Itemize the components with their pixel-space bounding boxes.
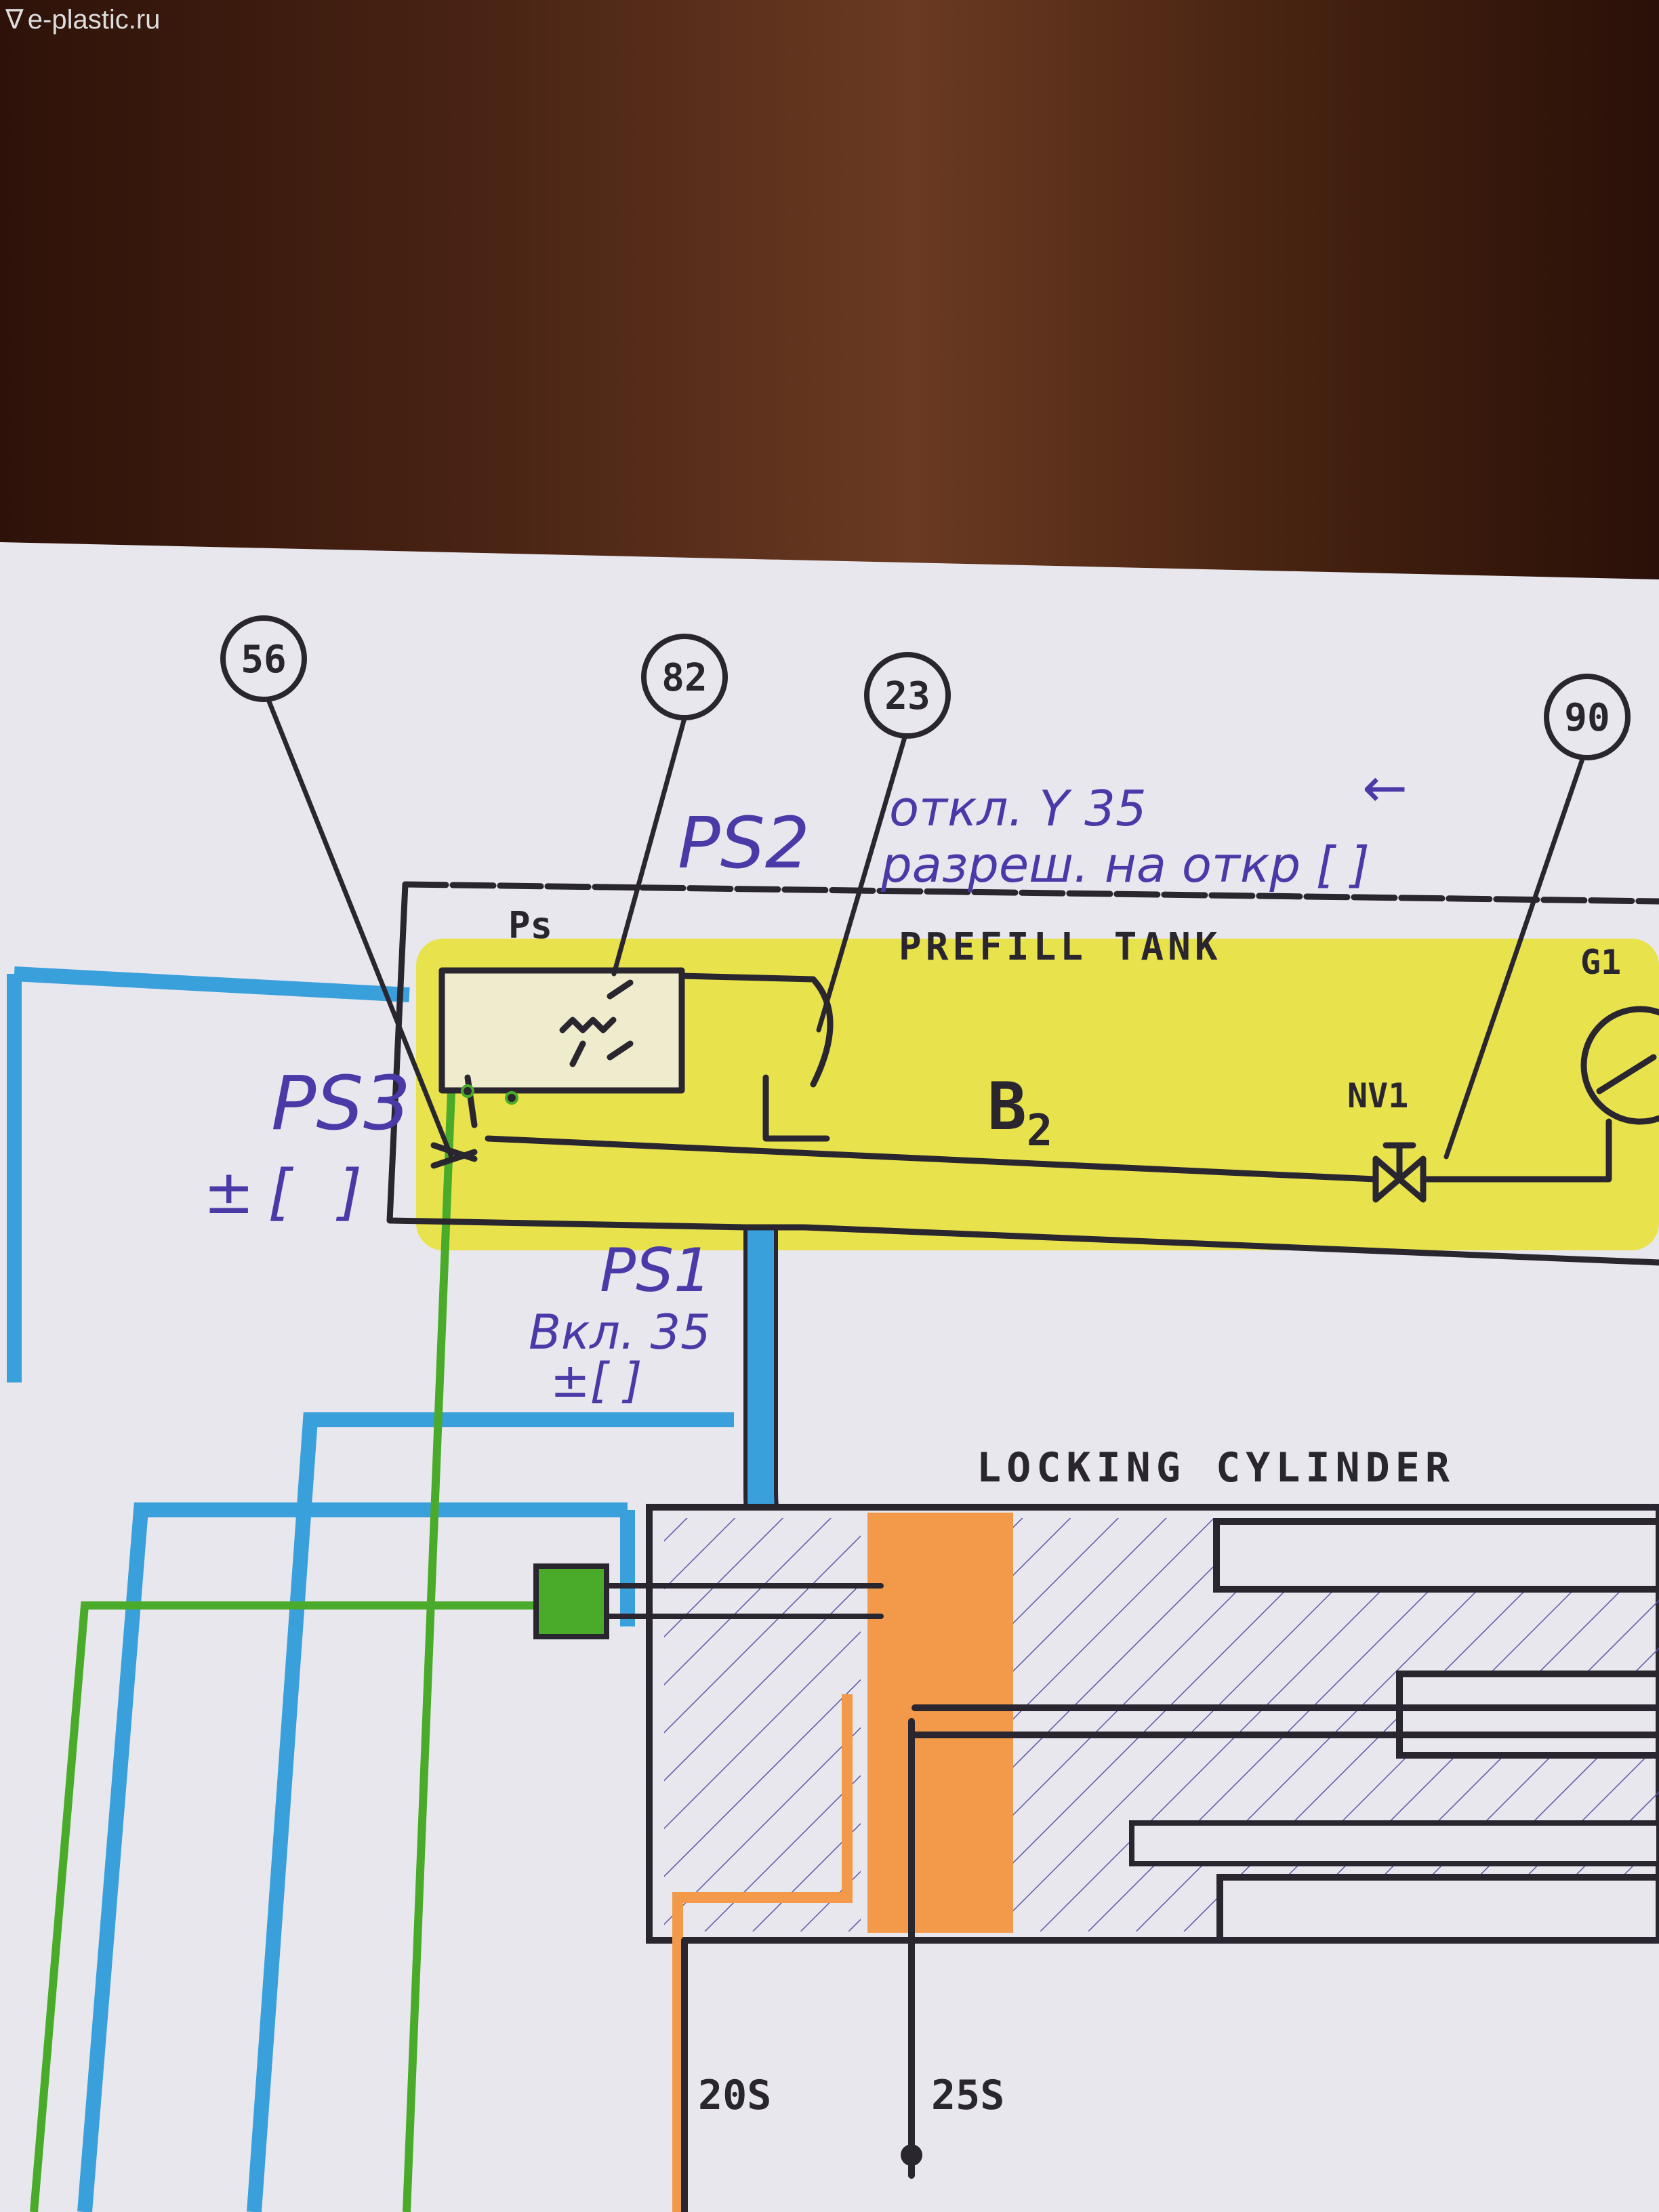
blue-lines <box>7 966 734 2212</box>
callout-label: 82 <box>661 656 707 700</box>
green-lines <box>30 1090 544 2212</box>
callout-label: 56 <box>241 638 286 682</box>
25s-label: 25S <box>931 2072 1004 2119</box>
ps1-setting: ±[ ] <box>550 1353 642 1408</box>
b2-label: B2 <box>987 1069 1052 1156</box>
green-valve-block <box>533 1563 609 1639</box>
20s-label: 20S <box>698 2072 771 2119</box>
watermark-text: e-plastic.ru <box>27 4 161 35</box>
ps1-label: PS1 <box>600 1235 712 1305</box>
logo-icon: ∇ <box>5 5 24 35</box>
b2-subscript: 2 <box>1027 1106 1053 1156</box>
callout-label: 23 <box>884 674 930 718</box>
callout-82: 82 <box>641 634 728 720</box>
callout-56: 56 <box>220 615 307 702</box>
prefill-tank-highlight <box>416 939 1659 1250</box>
ps1-note: Вкл. 35 <box>529 1305 711 1360</box>
callout-90: 90 <box>1544 674 1631 760</box>
callout-leaders <box>265 695 1585 1160</box>
wood-table <box>0 0 1659 610</box>
watermark: ∇ e-plastic.ru <box>5 4 160 35</box>
arrow-left-icon: ← <box>1362 756 1408 819</box>
callout-label: 90 <box>1564 696 1610 740</box>
locking-cylinder <box>604 1504 1659 2212</box>
paper-sheet <box>0 542 1659 2212</box>
nv1-label: NV1 <box>1347 1076 1408 1115</box>
g1-label: G1 <box>1580 943 1621 982</box>
ps2-note-line1: откл. Y 35 <box>889 780 1147 837</box>
switch-contact <box>505 1091 518 1105</box>
ps2-label: PS2 <box>678 802 810 884</box>
prefill-tank-outline <box>386 881 1659 1266</box>
ps-label: Ps <box>508 904 552 947</box>
ps3-label: PS3 <box>271 1060 411 1147</box>
switch-contact <box>461 1084 474 1098</box>
prefill-tank-label: PREFILL TANK <box>899 925 1222 969</box>
ps2-note-line2: разреш. на откр [ ] <box>880 836 1370 893</box>
b2-main: B <box>987 1069 1027 1145</box>
locking-cylinder-label: LOCKING CYLINDER <box>977 1444 1455 1492</box>
callout-23: 23 <box>864 652 951 739</box>
ps3-setting: ±[ ] <box>203 1157 375 1228</box>
